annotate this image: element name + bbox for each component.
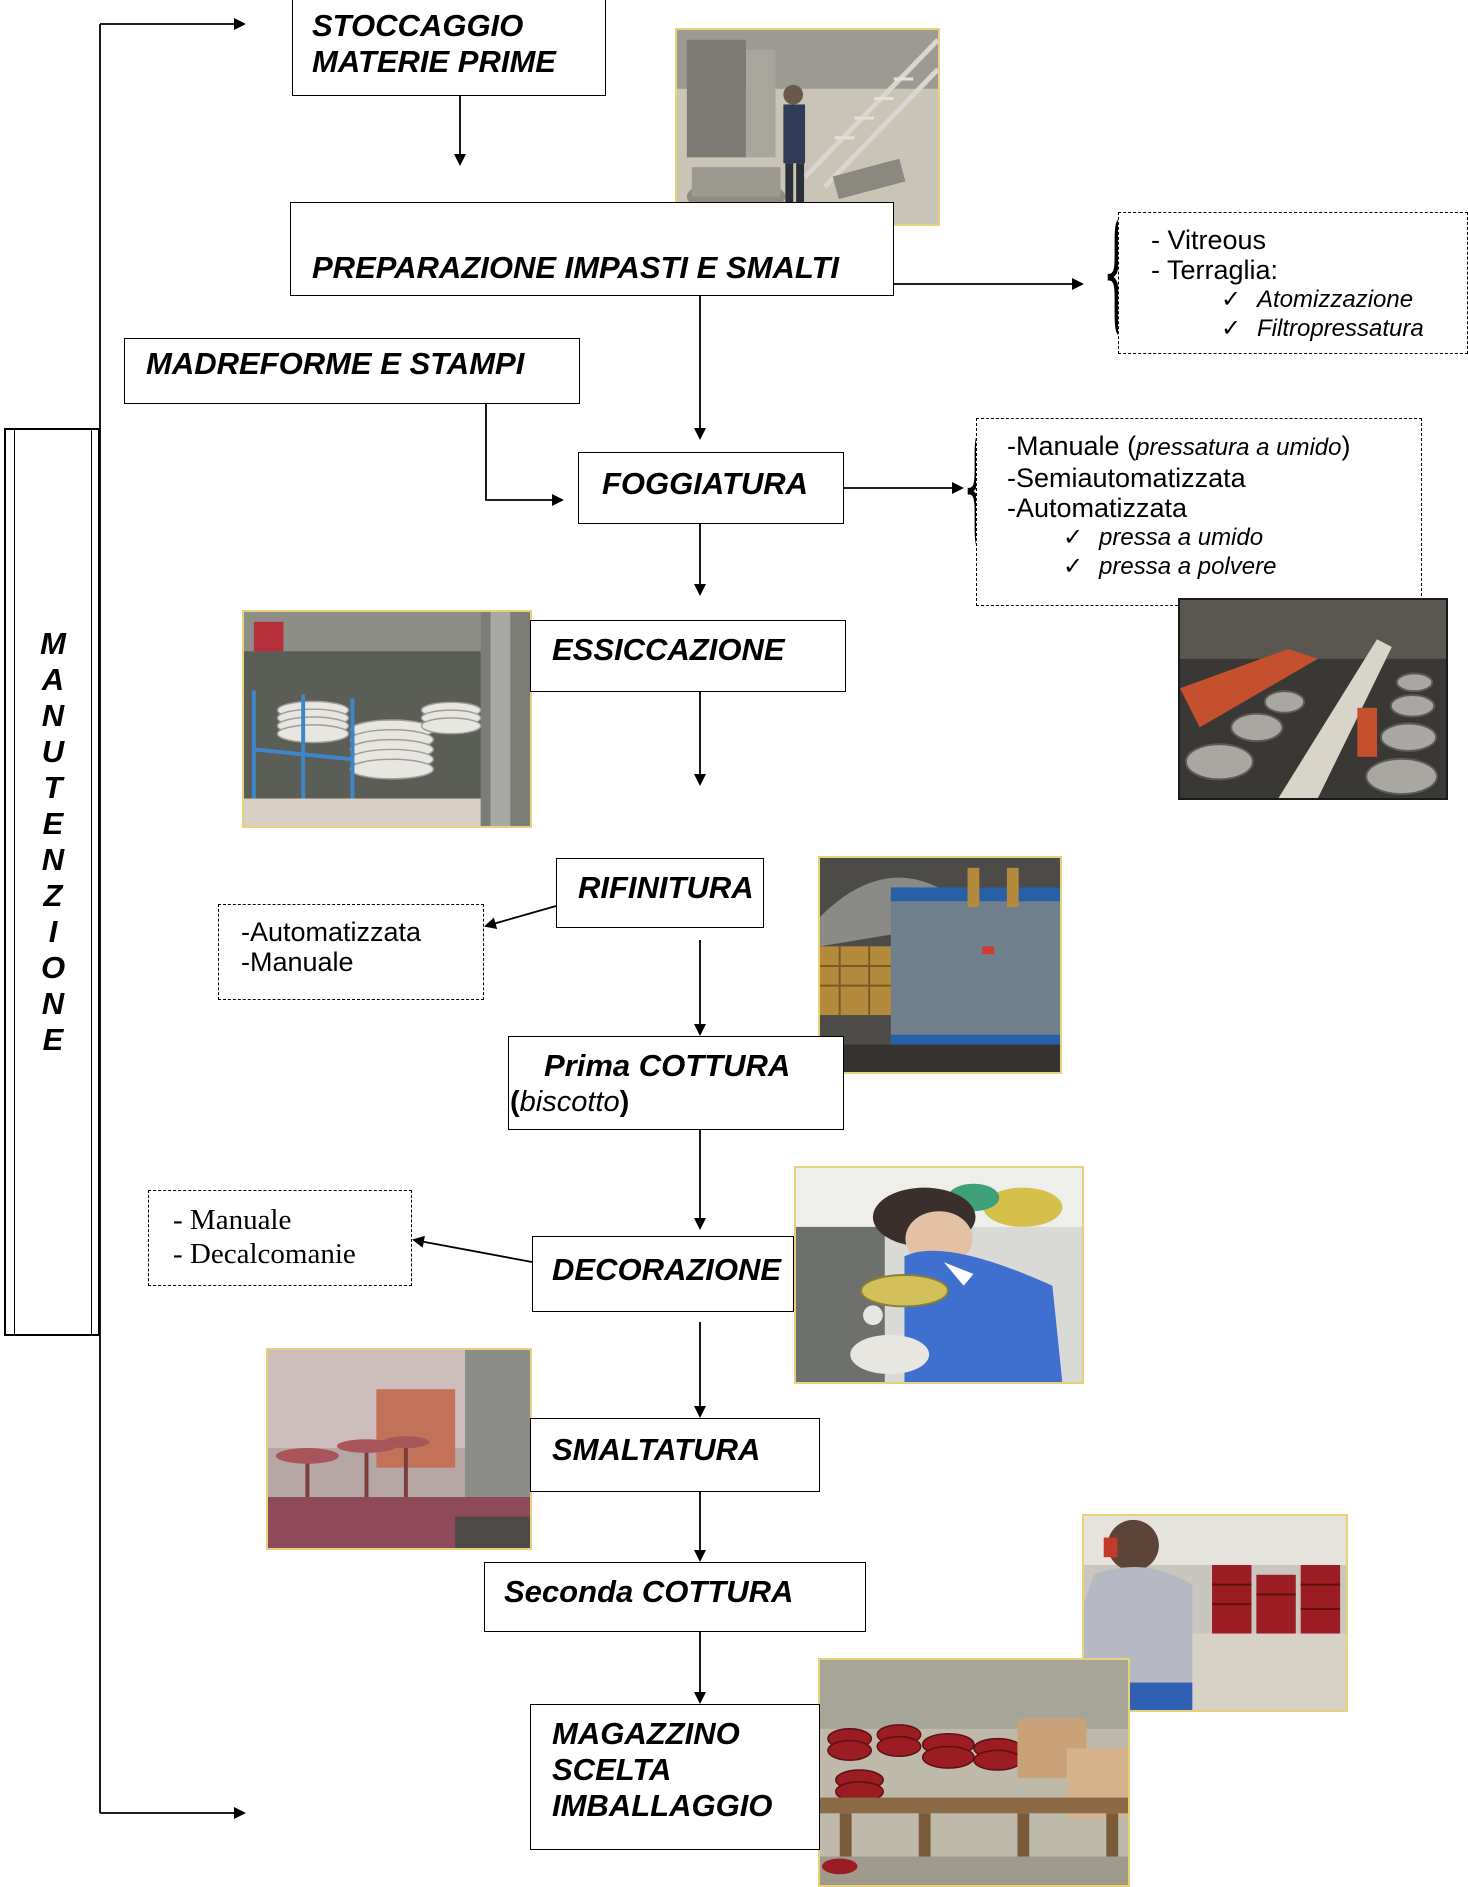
photo-decoration <box>794 1166 1084 1384</box>
step-foggiatura-box <box>578 452 844 524</box>
step-rifinitura-box <box>556 858 764 928</box>
manutenzione-column-inner: M A N U T E N Z I O N E <box>14 430 92 1334</box>
step-prima-cottura-line1: Prima COTTURA <box>544 1048 791 1083</box>
step-madreforme-box <box>124 338 580 404</box>
step-magazzino-line3: IMBALLAGGIO <box>552 1788 773 1823</box>
step-seconda-cottura-box <box>484 1562 866 1632</box>
foggiatura-note-semiautomatizzata: -Semiautomatizzata <box>1007 463 1246 493</box>
side-letter: Z <box>43 878 63 913</box>
step-madreforme-label: MADREFORME E STAMPI <box>146 346 525 381</box>
photo-raw-materials <box>675 28 940 226</box>
manutenzione-vertical-label: M A N U T E N Z I O N E <box>15 626 91 1058</box>
decorazione-note: - Manuale - Decalcomanie <box>148 1190 412 1286</box>
side-letter: T <box>43 770 63 805</box>
rifinitura-note-automatizzata: -Automatizzata <box>241 917 422 947</box>
step-smaltatura-label: SMALTATURA <box>552 1432 761 1467</box>
photo-glazing-booth <box>266 1348 532 1550</box>
side-letter: N <box>41 842 65 877</box>
step-prima-cottura-box <box>508 1036 844 1130</box>
photo-pressing-line <box>1178 598 1448 800</box>
step-preparazione-box <box>290 202 894 296</box>
step-prima-cottura-line2: (biscotto) <box>510 1086 630 1118</box>
step-prima-cottura-label: Prima COTTURA (biscotto) <box>510 1048 791 1120</box>
rifinitura-note: -Automatizzata -Manuale <box>218 904 484 1000</box>
foggiatura-note-automatizzata: -Automatizzata <box>1007 493 1188 523</box>
impasti-note-filtropressatura: ✓Filtropressatura <box>1221 315 1424 342</box>
step-stoccaggio-box <box>292 0 606 96</box>
step-magazzino-box <box>530 1704 820 1850</box>
step-seconda-cottura-label: Seconda COTTURA <box>504 1574 794 1609</box>
step-stoccaggio-label: STOCCAGGIO MATERIE PRIME <box>312 8 556 80</box>
side-letter: N <box>41 698 65 733</box>
impasti-note-atomizzazione: ✓Atomizzazione <box>1221 286 1414 313</box>
side-letter: U <box>41 734 65 769</box>
foggiatura-note: -Manuale (pressatura a umido) -Semiautom… <box>976 418 1422 606</box>
impasti-note-vitreous: - Vitreous <box>1151 225 1267 255</box>
photo-drying-room <box>242 610 532 828</box>
side-letter: N <box>41 986 65 1021</box>
side-letter: I <box>48 914 58 949</box>
arrow-decorazione-to-note <box>412 1235 533 1263</box>
arrow-madreforme-to-foggiatura <box>485 404 564 506</box>
impasti-note-terraglia: - Terraglia: <box>1151 255 1279 285</box>
step-magazzino-line1: MAGAZZINO <box>552 1716 740 1751</box>
foggiatura-note-manuale: -Manuale (pressatura a umido) <box>1007 431 1351 461</box>
side-letter: M <box>40 626 66 661</box>
step-preparazione-label: PREPARAZIONE IMPASTI E SMALTI <box>312 250 840 285</box>
step-stoccaggio-line2: MATERIE PRIME <box>312 44 556 79</box>
step-rifinitura-label: RIFINITURA <box>578 870 754 905</box>
foggiatura-note-pressa-polvere: ✓pressa a polvere <box>1063 553 1277 580</box>
step-decorazione-box <box>532 1236 794 1312</box>
manutenzione-column: M A N U T E N Z I O N E <box>4 428 100 1336</box>
side-letter: E <box>42 1022 64 1057</box>
step-foggiatura-label: FOGGIATURA <box>602 466 809 501</box>
step-magazzino-line2: SCELTA <box>552 1752 672 1787</box>
impasti-note: - Vitreous - Terraglia: ✓Atomizzazione ✓… <box>1118 212 1468 354</box>
decorazione-note-decalcomanie: - Decalcomanie <box>173 1238 356 1270</box>
photo-warehouse <box>818 1658 1130 1887</box>
photo-kiln <box>818 856 1062 1074</box>
foggiatura-note-pressa-umido: ✓pressa a umido <box>1063 524 1264 551</box>
side-letter: A <box>41 662 65 697</box>
step-stoccaggio-line1: STOCCAGGIO <box>312 8 524 43</box>
rifinitura-note-manuale: -Manuale <box>241 947 354 977</box>
step-essiccazione-label: ESSICCAZIONE <box>552 632 785 667</box>
step-decorazione-label: DECORAZIONE <box>552 1252 782 1287</box>
step-magazzino-label: MAGAZZINO SCELTA IMBALLAGGIO <box>552 1716 772 1824</box>
side-letter: E <box>42 806 64 841</box>
decorazione-note-manuale: - Manuale <box>173 1204 292 1236</box>
side-letter: O <box>40 950 66 985</box>
arrow-rifinitura-to-note <box>484 905 557 930</box>
step-smaltatura-box <box>530 1418 820 1492</box>
step-essiccazione-box <box>530 620 846 692</box>
